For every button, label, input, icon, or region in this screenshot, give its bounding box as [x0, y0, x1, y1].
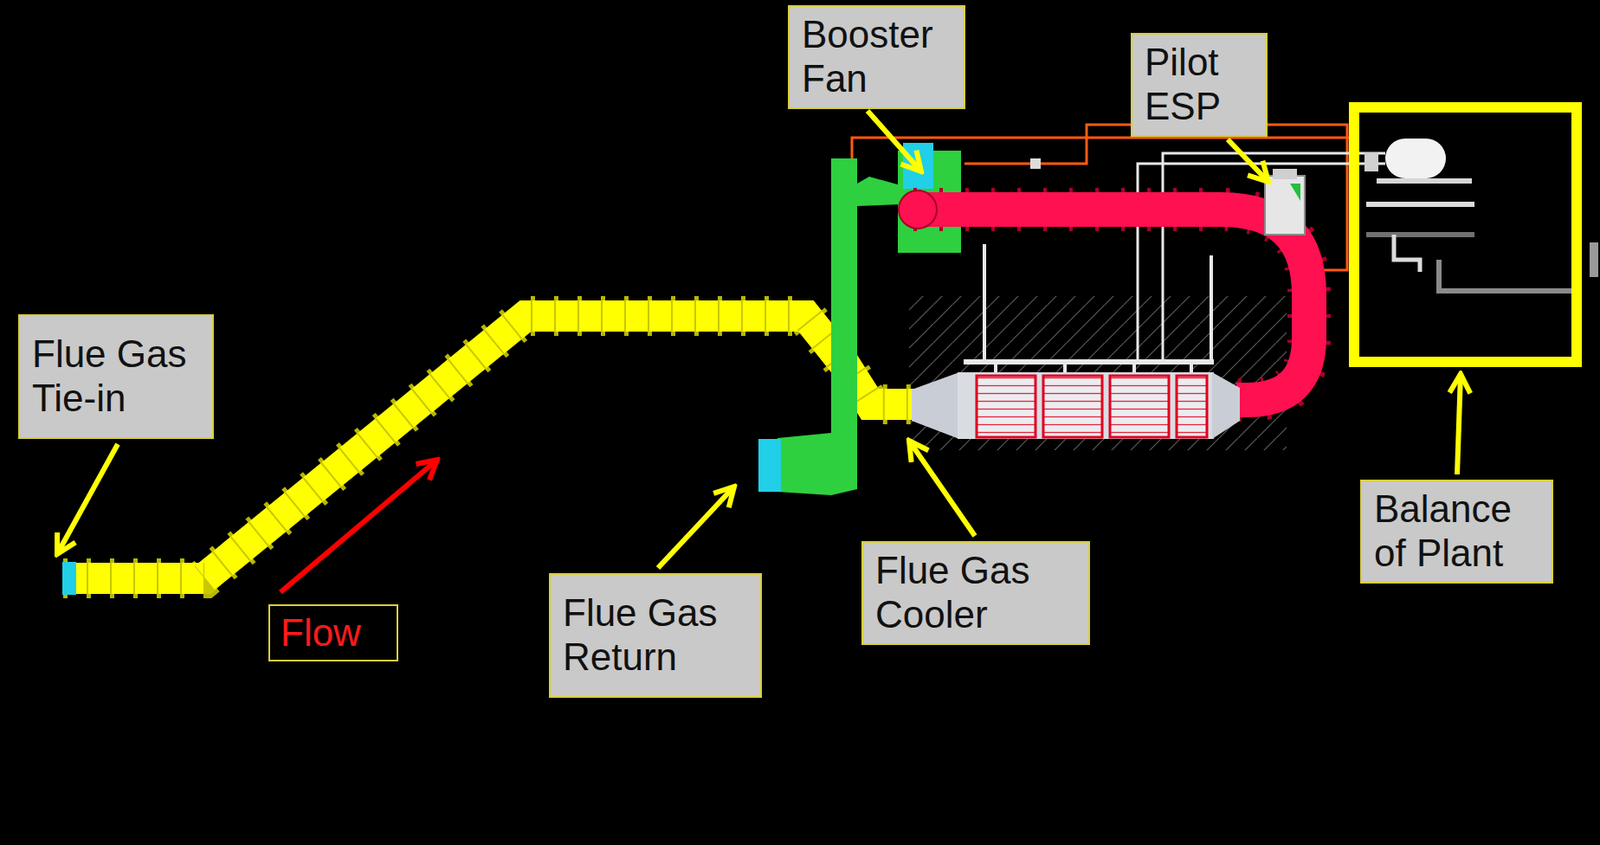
balance-frame [1354, 107, 1577, 362]
callout-text: Balance of Plant [1374, 487, 1540, 575]
white-pipe [1132, 361, 1136, 375]
bop-pipe [1366, 201, 1475, 207]
flow-label: Flow [280, 611, 387, 656]
callout-text: Booster Fan [801, 12, 952, 101]
cooler-module [976, 375, 1036, 438]
leader-arrow [57, 444, 118, 555]
cooler-body [957, 372, 1214, 439]
callout-box: Balance of Plant [1360, 479, 1554, 584]
callout-text: Flue Gas Return [562, 591, 749, 679]
cooler-module [1043, 375, 1103, 438]
leader-arrow [658, 486, 735, 568]
white-pipe [1063, 361, 1067, 375]
pilot-esp-hopper [1272, 168, 1297, 180]
white-header [963, 359, 1214, 365]
flow-arrow [280, 459, 438, 593]
white-pipe [993, 361, 998, 375]
pilot-esp [1264, 175, 1305, 235]
return-duct [857, 176, 901, 207]
callout-box: Flue Gas Return [548, 573, 762, 698]
tank-skid [1376, 178, 1472, 184]
white-pipe [1189, 361, 1194, 375]
callout-box: Flue Gas Cooler [861, 541, 1091, 646]
duct-end-cap [62, 561, 77, 595]
callout-box: Booster Fan [787, 5, 966, 110]
callout-text: Pilot ESP [1144, 40, 1254, 129]
callout-text: Flue Gas Tie-in [32, 332, 200, 420]
pilot-esp-marker [1290, 183, 1301, 201]
bop-pipe [1393, 234, 1420, 272]
cooler-module [1109, 375, 1169, 438]
leader-arrow [867, 110, 922, 172]
structure-grid [909, 296, 1287, 451]
storage-tank [1385, 138, 1446, 179]
return-end-cap [758, 438, 781, 492]
callout-box: Flue Gas Tie-in [18, 314, 214, 439]
cooler-module [1176, 375, 1207, 438]
leader-arrow [1227, 139, 1269, 182]
esp-duct [913, 209, 1310, 400]
duct-flange [913, 209, 1310, 400]
callout-box: Pilot ESP [1130, 32, 1268, 137]
leader-arrow [1457, 374, 1461, 475]
cooler-outlet [1212, 372, 1240, 439]
flow-label-box: Flow [268, 604, 399, 662]
cooler-inlet [911, 372, 960, 439]
return-duct-elbow [777, 432, 858, 496]
tank-fitting [1364, 152, 1379, 172]
white-pipe [1209, 255, 1213, 362]
bop-pipe [1438, 259, 1572, 291]
white-pipe [982, 244, 987, 362]
leader-arrow [909, 440, 975, 536]
callout-text: Flue Gas Cooler [875, 548, 1077, 637]
bop-pipe [1366, 232, 1475, 238]
valve-symbol [1030, 158, 1041, 169]
bop-equipment [1589, 242, 1599, 278]
fan-outlet [898, 190, 937, 229]
